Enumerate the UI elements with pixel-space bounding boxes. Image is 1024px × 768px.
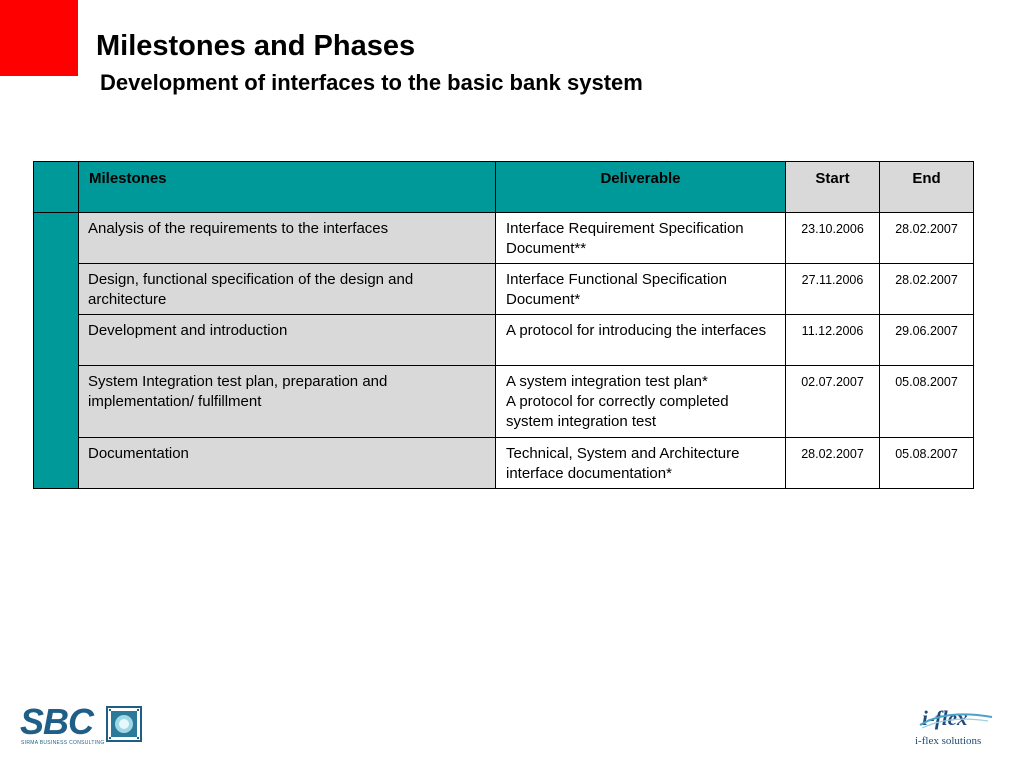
milestones-table: Milestones Deliverable Start End Analysi… <box>33 161 974 489</box>
header-end: End <box>879 161 974 213</box>
header-milestones: Milestones <box>78 161 496 213</box>
start-date-cell: 11.12.2006 <box>785 314 880 366</box>
deliverable-cell: A system integration test plan* A protoc… <box>495 365 786 438</box>
deliverable-cell: Technical, System and Architecture inter… <box>495 437 786 489</box>
start-date-cell: 23.10.2006 <box>785 212 880 264</box>
end-date-cell: 05.08.2007 <box>879 365 974 438</box>
deliverable-line: A system integration test plan* <box>506 373 708 390</box>
deliverable-cell: Interface Requirement Specification Docu… <box>495 212 786 264</box>
header-side-cell <box>33 161 79 213</box>
deliverable-line: Technical, System and Architecture inter… <box>506 445 740 482</box>
deliverable-line: Interface Functional Specification Docum… <box>506 271 727 308</box>
iflex-logo-text: i-flex solutions <box>915 735 982 747</box>
page-subtitle: Development of interfaces to the basic b… <box>100 70 643 95</box>
side-band-cell <box>33 212 79 489</box>
milestone-cell: Analysis of the requirements to the inte… <box>78 212 496 264</box>
start-date-cell: 28.02.2007 <box>785 437 880 489</box>
iflex-logo: i-flex i-flex solutions <box>912 705 998 749</box>
deliverable-line: A protocol for correctly completed syste… <box>506 393 729 430</box>
iflex-logo-mark: i-flex <box>922 706 968 730</box>
red-accent-block <box>0 0 78 76</box>
deliverable-cell: A protocol for introducing the interface… <box>495 314 786 366</box>
end-date-cell: 28.02.2007 <box>879 263 974 315</box>
milestone-cell: System Integration test plan, preparatio… <box>78 365 496 438</box>
milestones-table-container: Milestones Deliverable Start End Analysi… <box>33 161 974 489</box>
deliverable-cell: Interface Functional Specification Docum… <box>495 263 786 315</box>
start-date-cell: 02.07.2007 <box>785 365 880 438</box>
sbc-logo-tagline: SIRMA BUSINESS CONSULTING <box>21 740 105 746</box>
table-row: Documentation Technical, System and Arch… <box>34 437 974 489</box>
header-start: Start <box>785 161 880 213</box>
sbc-logo-mark: SBC <box>20 701 94 742</box>
table-row: Analysis of the requirements to the inte… <box>33 212 974 489</box>
table-header-row: Milestones Deliverable Start End <box>33 161 974 213</box>
table-row: System Integration test plan, preparatio… <box>34 365 974 438</box>
table-row: Design, functional specification of the … <box>34 263 974 315</box>
end-date-cell: 28.02.2007 <box>879 212 974 264</box>
header-deliverable: Deliverable <box>495 161 786 213</box>
page-title: Milestones and Phases <box>96 30 416 62</box>
end-date-cell: 29.06.2007 <box>879 314 974 366</box>
sbc-emblem-icon <box>106 706 142 742</box>
start-date-cell: 27.11.2006 <box>785 263 880 315</box>
deliverable-line: A protocol for introducing the interface… <box>506 322 767 339</box>
milestone-cell: Design, functional specification of the … <box>78 263 496 315</box>
milestone-cell: Documentation <box>78 437 496 489</box>
sbc-logo: SBC SIRMA BUSINESS CONSULTING <box>20 701 104 749</box>
deliverable-line: Interface Requirement Specification Docu… <box>506 220 744 257</box>
table-row: Development and introduction A protocol … <box>34 314 974 366</box>
milestone-cell: Development and introduction <box>78 314 496 366</box>
iflex-swoosh-icon <box>919 713 993 729</box>
end-date-cell: 05.08.2007 <box>879 437 974 489</box>
